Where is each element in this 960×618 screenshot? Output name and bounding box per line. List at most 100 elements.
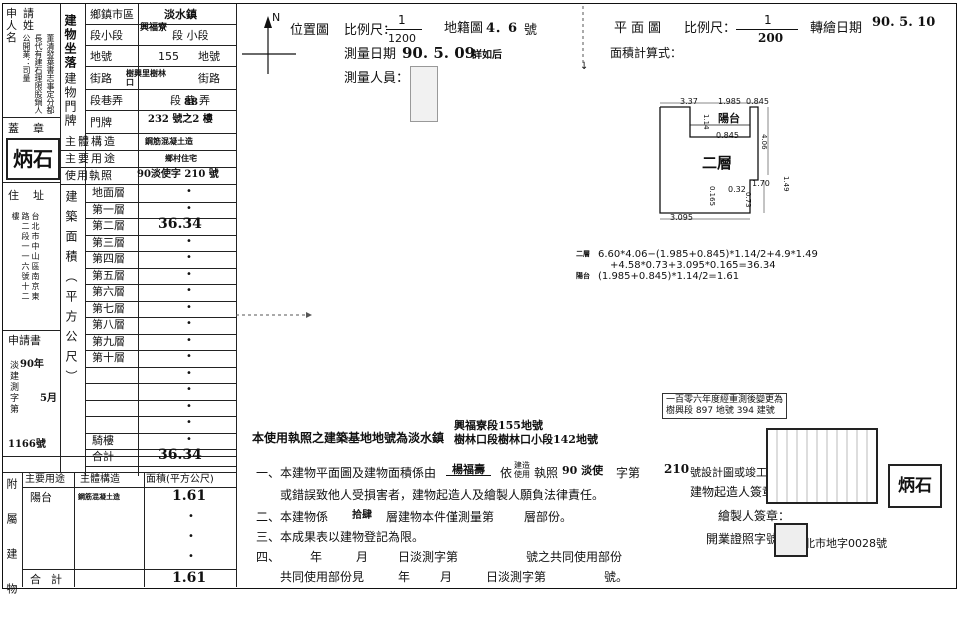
left-row-line-address — [3, 182, 60, 183]
calc-annex-label: 陽台 — [576, 272, 590, 280]
floor-area-row: 第八層• — [86, 317, 236, 335]
floor-plan-scale-label: 比例尺： — [684, 21, 737, 36]
license-value: 北市地字0028號 — [804, 537, 887, 550]
address-value: 台北市中山區南京東路二段一一六號十二樓 — [11, 212, 40, 302]
row-section: 段小段 興福寮 段 小段 — [86, 24, 236, 46]
divider-arrow: ↓ — [580, 61, 589, 72]
surveyor-label: 測量人員： — [344, 71, 410, 86]
drafter-sign-label: 繪製人簽章： — [718, 509, 791, 523]
item4-a: 四、 — [256, 550, 281, 564]
floor-value-cell: 36.34 — [158, 216, 202, 232]
township-label: 鄉鎮市區 — [90, 8, 134, 21]
item4-line2-c: 月 — [440, 570, 453, 584]
door-no-value: 232 號之2 樓 — [148, 114, 213, 125]
north-label: N — [272, 11, 281, 24]
item4-e: 號之共同使用部份 — [526, 550, 623, 564]
dim-g: 1.70 — [752, 179, 770, 188]
structure-value: 鋼筋混凝土造 — [145, 136, 193, 146]
row-street: 街路 樹興里樹林口 街路 — [86, 67, 236, 90]
office-seal-stamp — [766, 428, 878, 504]
item2-a: 二、本建物係 — [256, 510, 329, 524]
floor-area-row: 第一層• — [86, 202, 236, 219]
floor-label: 二層 — [702, 154, 733, 172]
owner-sign-label: 建物起造人簽章： — [690, 485, 787, 499]
floor-area-row: • — [86, 400, 236, 417]
dim-d: 1.14 — [702, 114, 710, 130]
floor-value-cell: • — [186, 285, 192, 296]
floor-label-cell: 第三層 — [92, 235, 125, 249]
item1-b: 依 — [500, 466, 513, 480]
app-month: 5月 — [40, 393, 57, 404]
floor-value-cell: • — [186, 235, 192, 247]
dim-l: 3.095 — [670, 213, 693, 222]
floor-area-row: 第四層• — [86, 251, 236, 269]
calc-floor-label: 二層 — [576, 250, 590, 258]
seal-label: 蓋章 — [8, 122, 58, 135]
calc-line-3: (1.985+0.845)*1.14/2=1.61 — [598, 271, 740, 282]
floor-label-cell: 第六層 — [92, 285, 125, 298]
location-map-title: 位置圖 — [290, 23, 330, 38]
item4-line2-a: 共同使用部份見 — [280, 570, 365, 584]
address-label: 住址 — [8, 189, 58, 202]
item1-line2: 或錯誤致他人受損害者，建物起造人及繪製人願負法律責任。 — [280, 488, 605, 502]
lot-label: 地號 — [90, 50, 112, 63]
lane-label: 段巷弄 — [90, 94, 123, 107]
street-label: 街路 — [90, 72, 112, 85]
dim-i: 0.32 — [728, 185, 746, 194]
door-label: 建物門牌 — [63, 72, 77, 128]
street-suffix: 街路 — [198, 72, 220, 85]
annex-col-line-a — [22, 472, 23, 587]
floor-plan-title: 平面圖 — [614, 21, 666, 36]
left-col-line-4 — [236, 4, 237, 587]
floor-label-cell: 第一層 — [92, 202, 125, 216]
floor-area-row: • — [86, 416, 236, 434]
app-number: 1166號 — [8, 439, 46, 450]
left-row-line-total — [3, 456, 236, 457]
item1-e: 字第 — [616, 466, 641, 480]
floor-value-cell: • — [186, 301, 192, 313]
row-township: 鄉鎮市區 淡水鎮 — [86, 6, 236, 25]
floor-value-cell: • — [186, 400, 192, 412]
item4-line2-d: 日淡測字第 — [486, 570, 547, 584]
floor-value-cell: • — [186, 268, 192, 280]
lane-value: 88 — [184, 97, 198, 108]
floor-area-row: 第七層• — [86, 301, 236, 318]
annex-area-header: 面積(平方公尺) — [146, 474, 214, 485]
floor-area-row: 第五層• — [86, 268, 236, 285]
annex-use: 陽台 — [30, 491, 52, 504]
annex-col-line-c — [144, 472, 145, 587]
floor-area-row: 騎樓• — [86, 433, 236, 450]
renumber-note-line2: 樹興段 897 地號 394 建號 — [666, 406, 775, 416]
floor-area-row: 第十層• — [86, 350, 236, 368]
location-scale-label: 比例尺： — [344, 23, 397, 38]
item4-line2-b: 年 — [398, 570, 411, 584]
floor-label-cell: 第九層 — [92, 334, 125, 348]
item4-d: 日淡測字第 — [398, 550, 459, 564]
location-scale-num: 1 — [398, 13, 406, 27]
township-value: 淡水鎮 — [164, 8, 197, 21]
seal-stamp: 炳石 — [6, 138, 60, 180]
item1-num: 210 — [664, 462, 690, 476]
floor-area-row: 第三層 • — [86, 235, 236, 252]
item4-line2-e: 號。 — [604, 570, 629, 584]
lane-suffix: 段 巷 弄 — [170, 94, 210, 107]
floor-area-row: • — [86, 383, 236, 401]
site-label: 建物坐落 — [63, 14, 77, 70]
floor-value-cell: • — [186, 367, 192, 379]
area-col-label: 建築面積（平方公尺） — [64, 190, 78, 390]
item1-name: 楊福壽 — [446, 464, 491, 476]
floor-plan-drawing — [659, 102, 769, 220]
row-use: 主要用途 鄉村住宅 — [61, 151, 236, 168]
use-value: 鄉村住宅 — [165, 153, 197, 163]
permit-value: 90淡使字 210 號 — [137, 169, 219, 180]
floor-label-cell: 地面層 — [92, 186, 125, 199]
location-scale-den: 1200 — [388, 32, 416, 45]
row-permit: 使用執照 90淡使字 210 號 — [61, 168, 236, 185]
floor-value-cell: • — [186, 318, 192, 329]
annex-dot-1: • — [188, 511, 194, 522]
left-row-line-annex — [3, 472, 236, 473]
annex-col-line-b — [74, 472, 75, 587]
balcony-label: 陽台 — [718, 112, 740, 125]
annex-dot-2: • — [188, 531, 194, 542]
